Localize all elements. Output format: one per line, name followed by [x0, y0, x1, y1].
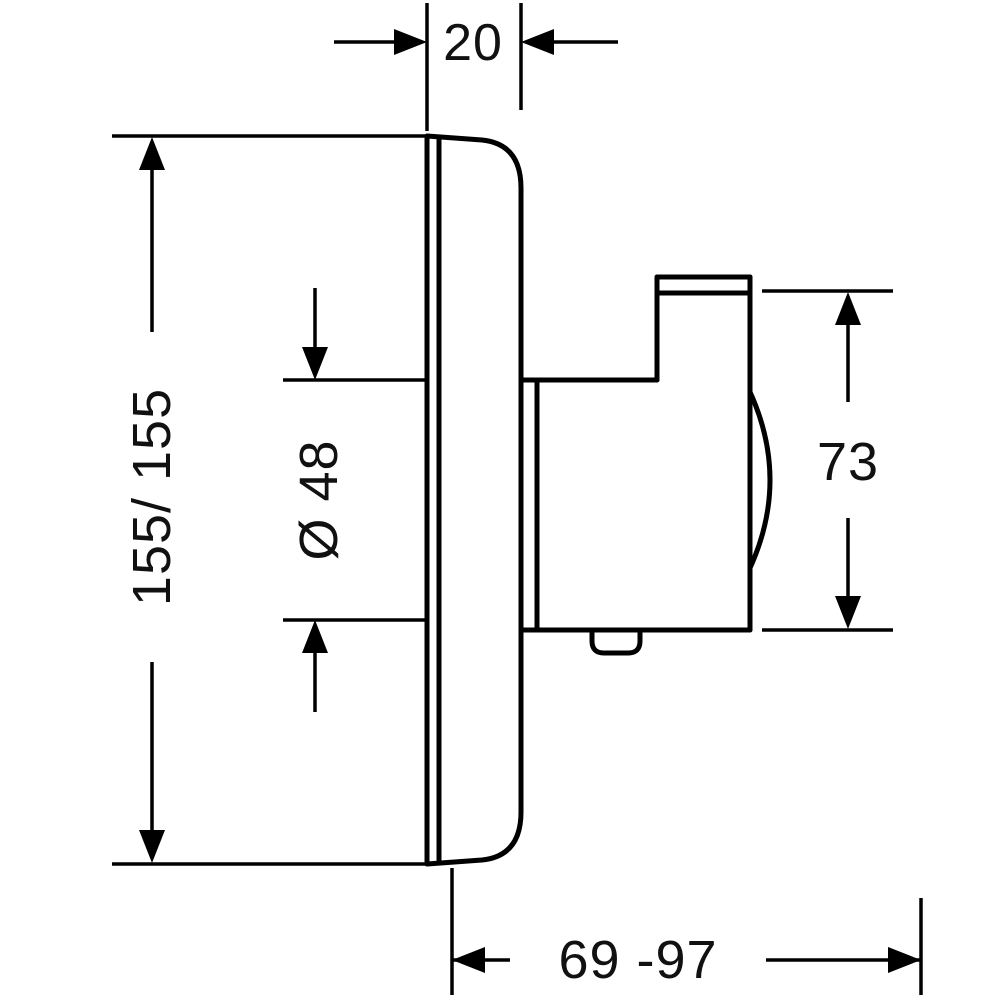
- arrowhead-right-icon: [888, 947, 921, 973]
- faceplate: [424, 133, 524, 867]
- body-dome-profile: [747, 389, 773, 571]
- arrowhead-down-icon: [302, 347, 328, 380]
- arrowhead-up-icon: [835, 292, 861, 325]
- dim-plate-size: 155/ 155: [112, 134, 427, 866]
- dim-label-installation-depth: 69 -97: [558, 930, 717, 990]
- dim-cartridge-diameter: Ø 48: [283, 288, 427, 712]
- arrowhead-right-icon: [394, 29, 427, 55]
- arrowhead-up-icon: [302, 620, 328, 653]
- dim-label-cartridge-diameter: Ø 48: [289, 439, 349, 560]
- dim-installation-depth: 69 -97: [450, 868, 923, 995]
- arrowhead-left-icon: [452, 947, 485, 973]
- valve-body: [518, 274, 773, 656]
- arrowhead-left-icon: [521, 29, 554, 55]
- arrowhead-up-icon: [139, 137, 165, 170]
- dim-label-plate-thickness: 20: [443, 14, 503, 72]
- dim-label-plate-size: 155/ 155: [122, 388, 182, 606]
- arrowhead-down-icon: [835, 596, 861, 629]
- bottom-nub: [589, 627, 643, 656]
- dim-label-body-height: 73: [817, 432, 879, 492]
- arrowhead-down-icon: [139, 830, 165, 863]
- dim-plate-thickness: 20: [334, 3, 618, 131]
- dim-body-height: 73: [762, 289, 893, 632]
- faceplate-outline: [424, 133, 524, 867]
